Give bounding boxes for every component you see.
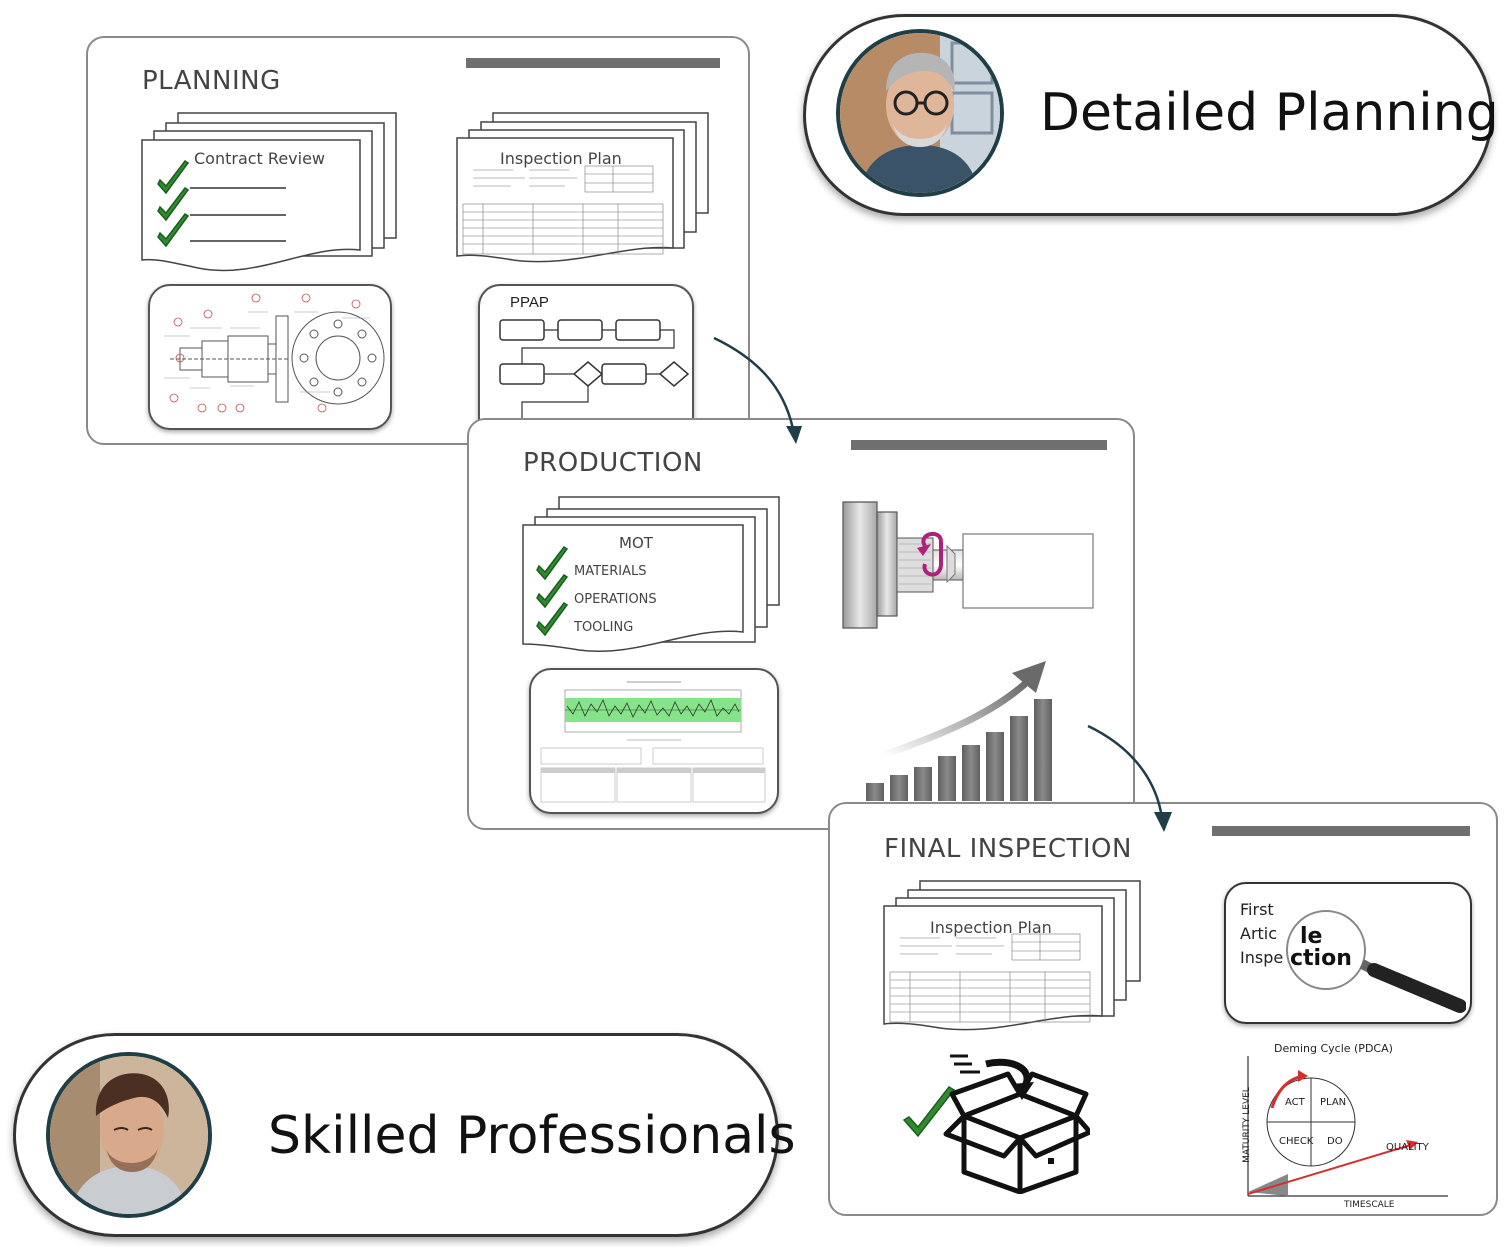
ppap-card: PPAP bbox=[478, 284, 694, 420]
planning-title: PLANNING bbox=[142, 66, 281, 96]
flow-arrow-production-to-inspection bbox=[1087, 724, 1172, 832]
deming-cycle-chart bbox=[1247, 1056, 1448, 1197]
senior-engineer-avatar bbox=[836, 29, 1004, 197]
detailed-planning-label: Detailed Planning bbox=[1040, 83, 1499, 143]
final-inspection-title: FINAL INSPECTION bbox=[884, 834, 1132, 864]
contract-review-label: Contract Review bbox=[194, 149, 325, 168]
fai-line-3: Inspe bbox=[1240, 948, 1284, 967]
final-inspection-plan-label: Inspection Plan bbox=[930, 918, 1052, 937]
magnifier-lens bbox=[1286, 910, 1366, 990]
production-header-bar bbox=[851, 440, 1107, 450]
ppap-flowchart bbox=[499, 319, 690, 420]
mot-item-materials: MATERIALS bbox=[574, 564, 647, 579]
run-chart bbox=[540, 681, 766, 803]
pdca-do: DO bbox=[1327, 1136, 1343, 1147]
inspection-plan-label: Inspection Plan bbox=[500, 149, 622, 168]
fai-zoom-2: ction bbox=[1290, 946, 1352, 971]
pdca-act: ACT bbox=[1285, 1097, 1305, 1108]
technical-drawing bbox=[164, 293, 385, 413]
magnifier-handle bbox=[1359, 959, 1466, 1013]
run-chart-card bbox=[529, 668, 779, 814]
deming-title: Deming Cycle (PDCA) bbox=[1274, 1042, 1393, 1055]
growth-bar-chart bbox=[866, 661, 1052, 801]
professional-avatar bbox=[46, 1052, 212, 1218]
senior-engineer-portrait bbox=[840, 33, 1000, 193]
lathe-illustration bbox=[842, 501, 1094, 629]
deming-quality-label: QUALITY bbox=[1386, 1142, 1429, 1153]
professional-portrait bbox=[50, 1056, 208, 1214]
ppap-label: PPAP bbox=[510, 294, 549, 311]
flow-arrow-planning-to-production bbox=[713, 336, 802, 444]
fai-zoom-1: le bbox=[1300, 924, 1323, 949]
pdca-check: CHECK bbox=[1279, 1136, 1314, 1147]
pdca-plan: PLAN bbox=[1320, 1097, 1347, 1108]
final-inspection-panel: FINAL INSPECTION Inspection Plan First A… bbox=[828, 802, 1498, 1216]
production-panel: PRODUCTION MOT MATERIALS OPERATIONS TOOL… bbox=[467, 418, 1135, 830]
production-title: PRODUCTION bbox=[523, 448, 703, 478]
skilled-professionals-label: Skilled Professionals bbox=[268, 1106, 796, 1166]
planning-header-bar bbox=[466, 58, 720, 68]
skilled-professionals-badge: Skilled Professionals bbox=[13, 1033, 796, 1237]
deming-timescale-label: TIMESCALE bbox=[1344, 1200, 1395, 1210]
mot-doc bbox=[522, 496, 780, 652]
technical-drawing-card bbox=[148, 284, 392, 430]
contract-review-doc bbox=[141, 112, 397, 272]
fai-line-1: First bbox=[1240, 900, 1274, 919]
final-inspection-plan-doc bbox=[883, 880, 1141, 1031]
planning-panel: PLANNING Contract Review bbox=[86, 36, 750, 445]
fai-line-2: Artic bbox=[1240, 924, 1278, 943]
approved-box-icon bbox=[902, 1054, 1090, 1194]
mot-item-operations: OPERATIONS bbox=[574, 592, 657, 607]
first-article-inspection-card: First Artic Inspe le ction bbox=[1224, 882, 1472, 1024]
mot-item-tooling: TOOLING bbox=[574, 620, 634, 635]
inspection-plan-doc bbox=[456, 112, 709, 263]
deming-maturity-label: MATURITY LEVEL bbox=[1242, 1087, 1252, 1163]
final-inspection-header-bar bbox=[1212, 826, 1470, 836]
detailed-planning-badge: Detailed Planning bbox=[803, 14, 1499, 216]
mot-label: MOT bbox=[619, 534, 653, 552]
